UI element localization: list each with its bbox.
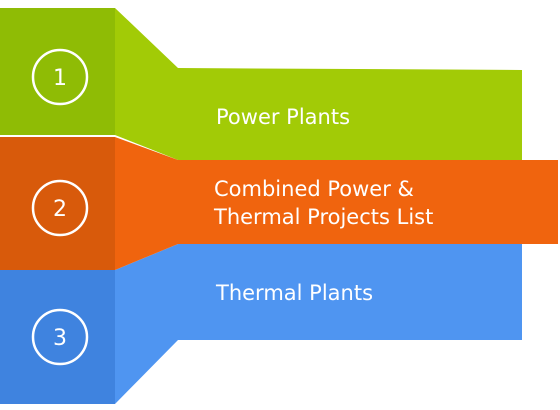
step-1-block — [0, 8, 115, 135]
step-2-arrow — [115, 137, 558, 270]
step-3-label: Thermal Plants — [215, 281, 373, 305]
step-2-label: Combined Power & Thermal Projects List — [213, 177, 433, 229]
step-2-number: 2 — [53, 197, 67, 222]
step-3-label-line: Thermal Plants — [215, 281, 373, 305]
step-1-arrow — [115, 8, 522, 160]
step-3-circle — [31, 308, 89, 366]
step-1-circle — [31, 48, 89, 106]
step-3-number: 3 — [53, 326, 67, 351]
step-3-arrow — [115, 244, 522, 404]
step-2-label-line-1: Combined Power & — [214, 177, 414, 201]
step-1-number: 1 — [53, 66, 67, 91]
step-2-circle — [31, 179, 89, 237]
step-2-label-line-2: Thermal Projects List — [213, 205, 433, 229]
step-1-band: 1 Power Plants — [0, 8, 522, 160]
step-3-band: 3 Thermal Plants — [0, 244, 522, 404]
step-3-block — [0, 270, 115, 404]
step-2-block — [0, 137, 115, 270]
step-2-band: 2 Combined Power & Thermal Projects List — [0, 137, 558, 270]
step-1-label: Power Plants — [216, 105, 350, 129]
step-1-label-line: Power Plants — [216, 105, 350, 129]
